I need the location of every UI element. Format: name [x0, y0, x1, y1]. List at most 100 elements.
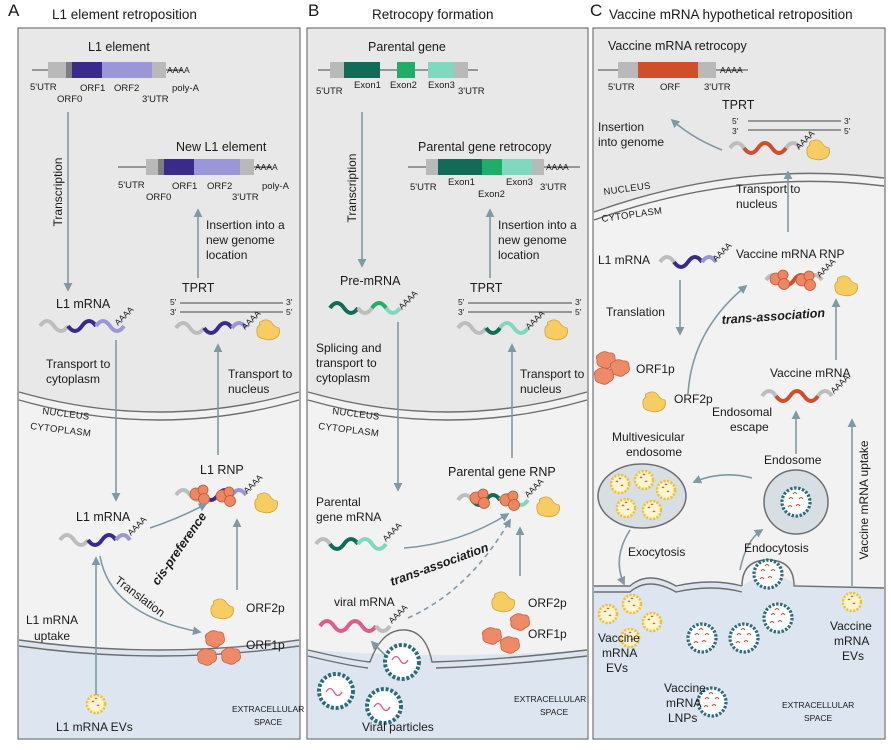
- svg-text:3': 3': [286, 297, 293, 307]
- svg-text:Endosomal: Endosomal: [712, 405, 772, 419]
- endosome: [763, 469, 829, 535]
- svg-text:AAAA: AAAA: [167, 65, 190, 75]
- svg-text:5'UTR: 5'UTR: [118, 180, 145, 191]
- svg-text:mRNA: mRNA: [666, 696, 701, 710]
- panel-a-tprt: TPRT: [182, 281, 215, 295]
- svg-text:poly-A: poly-A: [172, 83, 200, 94]
- svg-text:ORF0: ORF0: [57, 94, 82, 105]
- svg-text:AAAA: AAAA: [546, 162, 569, 172]
- l1-element-gene: AAAA 5'UTR ORF0 ORF1 ORF2 3'UTR poly-A: [30, 62, 200, 105]
- viral-particle-left: [317, 672, 355, 710]
- l1-mrna-ev: [85, 693, 107, 715]
- svg-text:gene mRNA: gene mRNA: [316, 510, 381, 524]
- svg-text:5'UTR: 5'UTR: [316, 86, 343, 97]
- svg-text:ORF2: ORF2: [207, 181, 232, 192]
- panel-c-letter: C: [590, 1, 602, 20]
- vaccine-uptake-label: Vaccine mRNA uptake: [857, 440, 871, 559]
- svg-text:Exon2: Exon2: [478, 189, 505, 200]
- svg-text:cytoplasm: cytoplasm: [46, 372, 100, 386]
- svg-text:Insertion into a: Insertion into a: [206, 218, 285, 232]
- svg-text:5': 5': [844, 126, 851, 136]
- svg-text:Transport to: Transport to: [520, 367, 585, 381]
- panel-c-extracellular: [594, 576, 884, 738]
- svg-text:nucleus: nucleus: [736, 197, 777, 211]
- svg-text:SPACE: SPACE: [540, 707, 569, 717]
- svg-text:ORF0: ORF0: [146, 192, 171, 203]
- svg-text:5': 5': [575, 307, 582, 317]
- panel-a-l1-rnp: L1 RNP: [200, 463, 244, 477]
- pre-mrna-label: Pre-mRNA: [340, 274, 401, 288]
- panel-c-tprt: TPRT: [722, 98, 755, 112]
- svg-text:Insertion: Insertion: [598, 120, 644, 134]
- svg-text:Splicing and: Splicing and: [316, 341, 381, 355]
- svg-text:3'UTR: 3'UTR: [142, 94, 169, 105]
- svg-text:EXTRACELLULAR: EXTRACELLULAR: [232, 704, 304, 714]
- panel-a-transcription: Transcription: [51, 158, 65, 227]
- l1-element-label: L1 element: [88, 40, 150, 54]
- svg-text:EVs: EVs: [842, 649, 864, 663]
- svg-text:Vaccine: Vaccine: [830, 619, 872, 633]
- vaccine-retrocopy-label: Vaccine mRNA retrocopy: [608, 39, 747, 53]
- viral-particle-budding: [383, 643, 421, 681]
- svg-text:cytoplasm: cytoplasm: [316, 371, 370, 385]
- svg-text:poly-A: poly-A: [262, 181, 290, 192]
- svg-text:3': 3': [732, 126, 739, 136]
- svg-text:Transport to: Transport to: [736, 182, 801, 196]
- lnp-budding: [752, 558, 784, 590]
- svg-text:Exon1: Exon1: [354, 80, 381, 91]
- svg-text:5': 5': [286, 307, 293, 317]
- panel-c-translation: Translation: [606, 305, 665, 319]
- svg-text:new genome: new genome: [206, 233, 275, 247]
- svg-text:Transport to: Transport to: [228, 367, 293, 381]
- svg-text:5': 5': [170, 297, 177, 307]
- svg-text:3'UTR: 3'UTR: [458, 86, 485, 97]
- retrocopy-label: Parental gene retrocopy: [418, 140, 552, 154]
- panel-b-orf2p: ORF2p: [528, 596, 567, 610]
- vaccine-mrna-label: Vaccine mRNA: [770, 366, 850, 380]
- panel-b-transcription: Transcription: [345, 154, 359, 223]
- svg-text:3': 3': [575, 297, 582, 307]
- svg-text:location: location: [206, 248, 247, 262]
- panel-b-title: Retrocopy formation: [372, 7, 494, 22]
- svg-text:transport to: transport to: [316, 356, 377, 370]
- svg-text:Exon1: Exon1: [448, 177, 475, 188]
- svg-text:3': 3': [844, 116, 851, 126]
- parental-gene: 5'UTR Exon1 Exon2 Exon3 3'UTR: [316, 62, 485, 97]
- svg-text:5'UTR: 5'UTR: [410, 182, 437, 193]
- panel-a-orf2p: ORF2p: [246, 601, 285, 615]
- svg-text:3': 3': [170, 307, 177, 317]
- svg-text:mRNA: mRNA: [602, 646, 637, 660]
- exocytosis-label: Exocytosis: [628, 545, 685, 559]
- svg-text:5'UTR: 5'UTR: [30, 82, 57, 93]
- panel-a-letter: A: [8, 1, 20, 20]
- panel-b: B Retrocopy formation NUCLEUS CYTOPLASM …: [306, 1, 589, 740]
- panel-a-evs: L1 mRNA EVs: [56, 720, 133, 734]
- vaccine-mrna-retrocopy: AAAA 5'UTR ORF 3'UTR: [598, 62, 748, 93]
- endocytosis-label: Endocytosis: [744, 541, 809, 555]
- panel-c-orf1p: ORF1p: [636, 362, 675, 376]
- svg-text:uptake: uptake: [34, 629, 70, 643]
- svg-text:location: location: [498, 248, 539, 262]
- svg-text:L1 mRNA: L1 mRNA: [26, 613, 78, 627]
- svg-text:Exon3: Exon3: [428, 80, 455, 91]
- viral-mrna-label: viral mRNA: [334, 595, 395, 609]
- panel-a-orf1p: ORF1p: [246, 638, 285, 652]
- new-l1-element-label: New L1 element: [176, 140, 267, 154]
- panel-a-title: L1 element retroposition: [52, 7, 197, 22]
- svg-text:3'UTR: 3'UTR: [704, 82, 731, 93]
- panel-a-extracellular: [19, 640, 299, 738]
- panel-b-nucleus: [308, 29, 587, 412]
- svg-text:Insertion into a: Insertion into a: [498, 218, 577, 232]
- svg-text:ORF1: ORF1: [80, 83, 105, 94]
- panel-a-nucleus: [19, 29, 299, 412]
- svg-text:mRNA: mRNA: [834, 634, 869, 648]
- svg-text:Multivesicular: Multivesicular: [612, 430, 685, 444]
- svg-text:ORF1: ORF1: [172, 181, 197, 192]
- multivesicular-endosome: [597, 463, 687, 529]
- svg-text:ORF2: ORF2: [114, 83, 139, 94]
- endosome-label: Endosome: [764, 453, 822, 467]
- svg-text:Exon3: Exon3: [506, 177, 533, 188]
- vaccine-rnp-label: Vaccine mRNA RNP: [736, 247, 844, 261]
- svg-text:Vaccine: Vaccine: [598, 631, 640, 645]
